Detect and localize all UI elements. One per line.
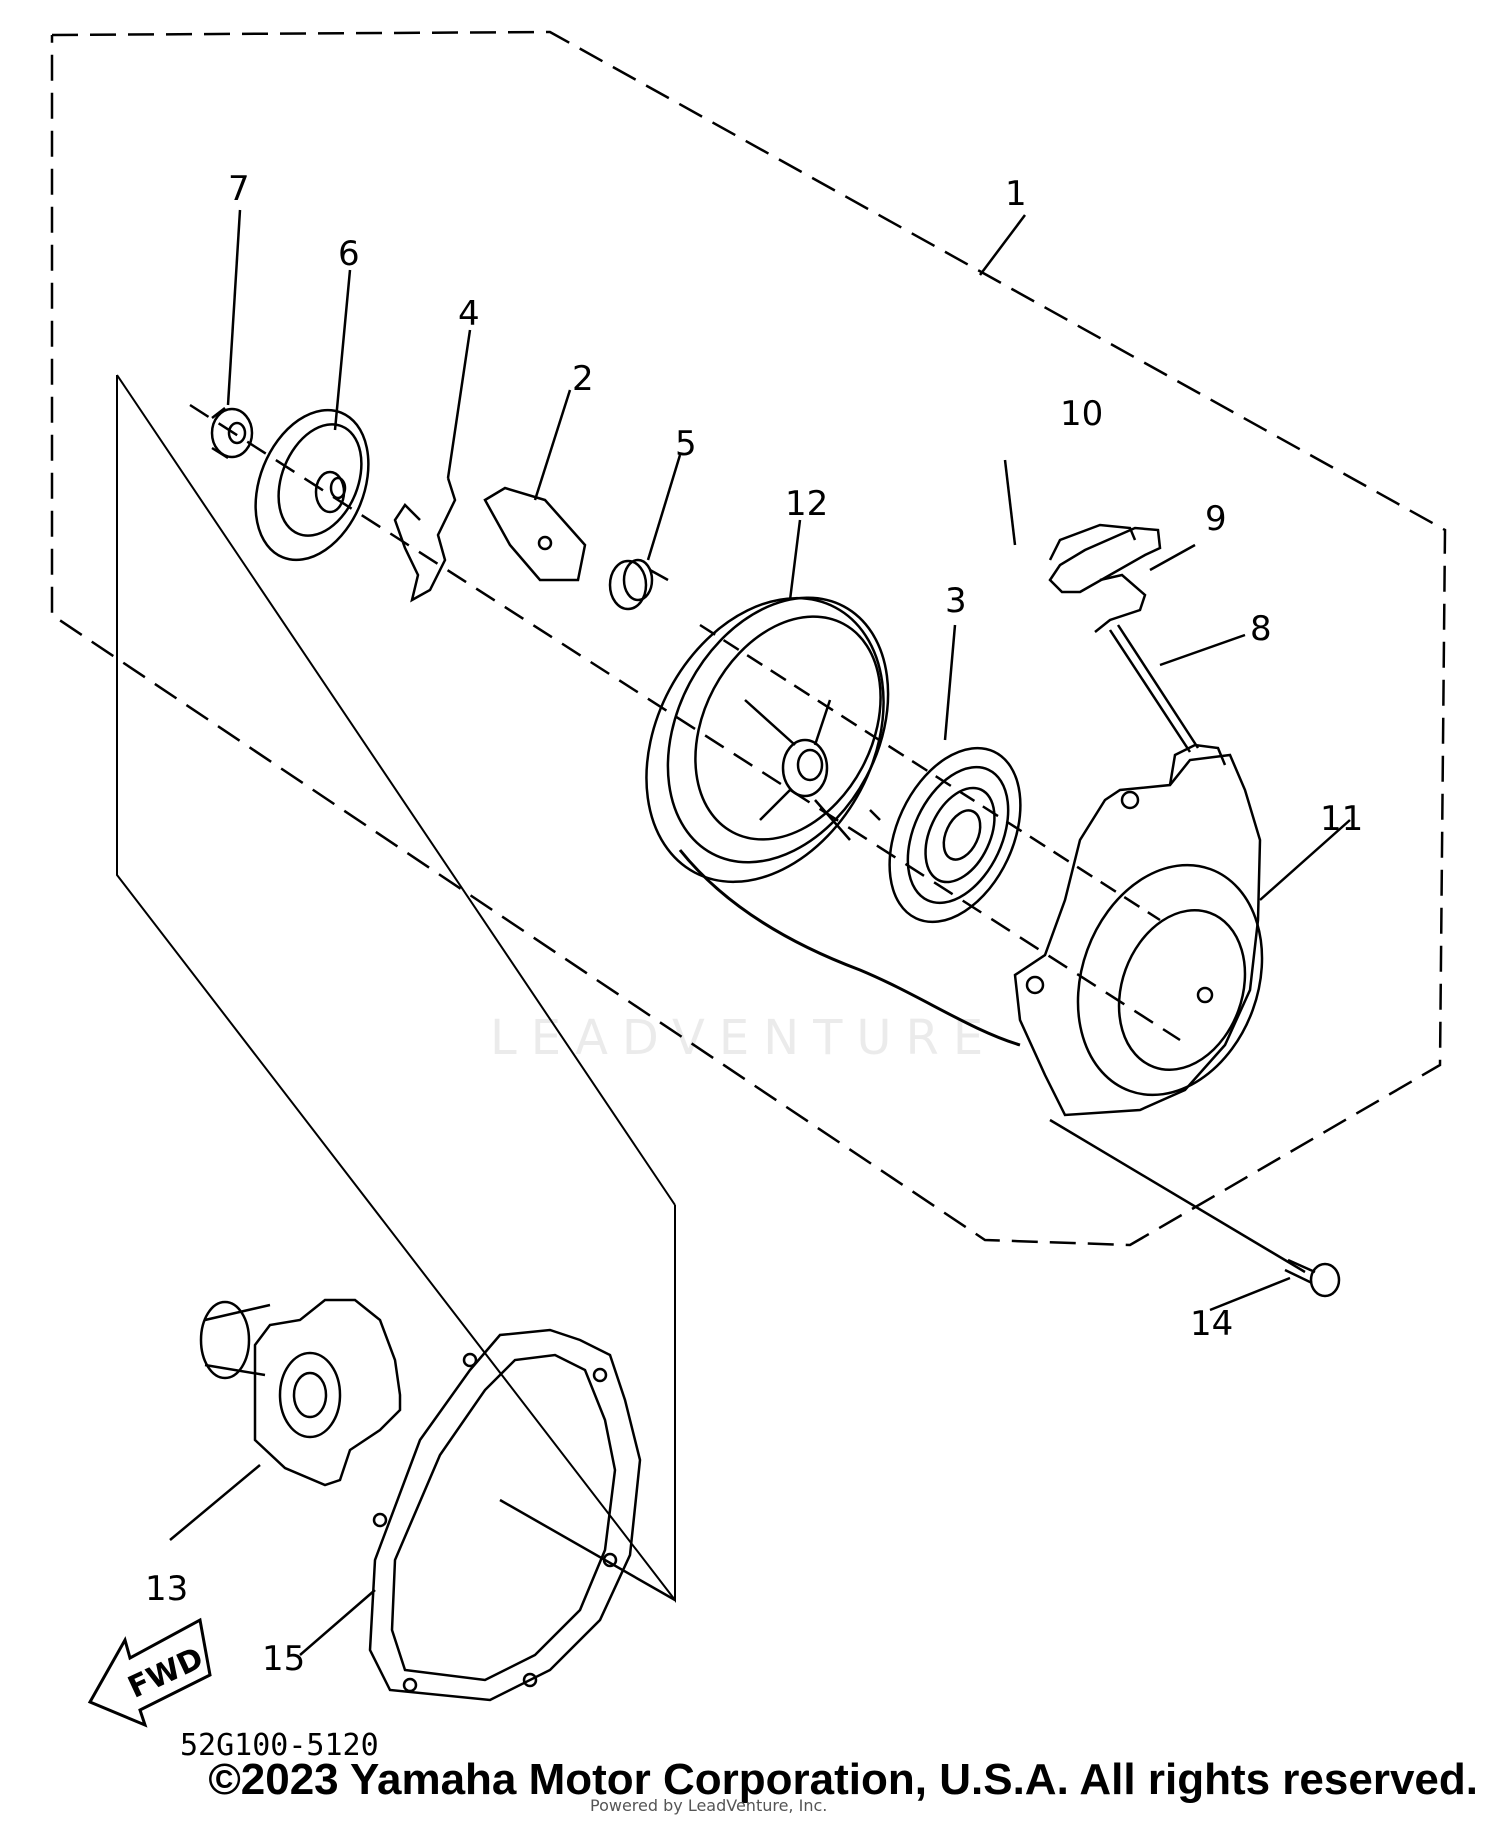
callout-7: 7 bbox=[228, 169, 250, 209]
callout-2: 2 bbox=[572, 359, 594, 399]
callout-9: 9 bbox=[1205, 499, 1227, 539]
part-15-gasket bbox=[368, 1328, 642, 1702]
part-6-drive-plate bbox=[254, 408, 370, 562]
section-outline bbox=[116, 375, 676, 1603]
callout-6: 6 bbox=[338, 234, 360, 274]
part-10-handle-cap bbox=[1048, 523, 1137, 561]
part-2-pawl bbox=[483, 486, 587, 582]
watermark-text: LEADVENTURE bbox=[490, 1010, 998, 1066]
part-7-nut bbox=[210, 407, 254, 460]
copyright-notice: ©2023 Yamaha Motor Corporation, U.S.A. A… bbox=[208, 1755, 1478, 1804]
part-12-pulley bbox=[645, 596, 890, 884]
callout-5: 5 bbox=[675, 424, 697, 464]
callout-11: 11 bbox=[1320, 799, 1363, 839]
part-3-recoil-spring bbox=[869, 746, 1022, 924]
callout-8: 8 bbox=[1250, 609, 1272, 649]
callout-1: 1 bbox=[1005, 174, 1027, 214]
part-4-clip-spring bbox=[393, 477, 457, 603]
starter-rope bbox=[678, 849, 1021, 1047]
callout-15: 15 bbox=[262, 1639, 305, 1679]
callout-3: 3 bbox=[945, 581, 967, 621]
credit-text: Powered by LeadVenture, Inc. bbox=[590, 1796, 828, 1815]
part-8-rope bbox=[1108, 624, 1200, 753]
diagram-code: 52G100-5120 bbox=[180, 1728, 379, 1763]
fwd-arrow: FWD bbox=[87, 1617, 212, 1728]
part-5-spring bbox=[608, 558, 669, 611]
part-13-cam bbox=[199, 1298, 402, 1487]
callout-10: 10 bbox=[1060, 394, 1103, 434]
part-14-bolt bbox=[1284, 1258, 1341, 1298]
callout-13: 13 bbox=[145, 1569, 188, 1609]
callout-12: 12 bbox=[785, 484, 828, 524]
part-9-handle bbox=[1048, 526, 1162, 633]
part-11-starter-case bbox=[1013, 743, 1264, 1117]
assembly-dashed-outline bbox=[50, 30, 1447, 1247]
callout-4: 4 bbox=[458, 294, 480, 334]
assembly-axis-line bbox=[189, 403, 1181, 1042]
callout-14: 14 bbox=[1190, 1304, 1233, 1344]
